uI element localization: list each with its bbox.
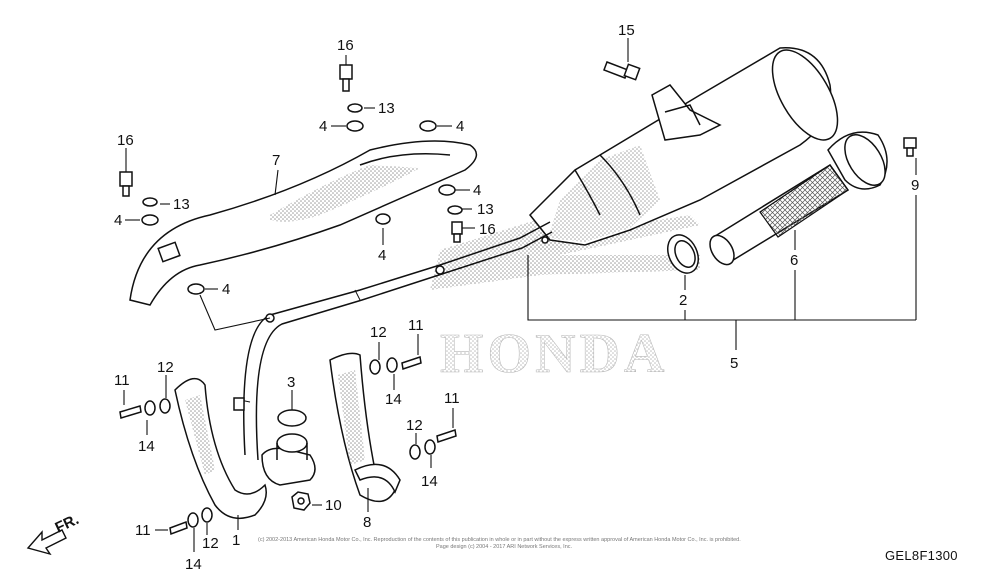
callout-16: 16 (117, 132, 134, 149)
fastener-bolt-15 (603, 61, 641, 81)
exhaust-pipe (233, 221, 553, 461)
fastener-bolt-16-top (339, 64, 353, 92)
callout-13: 13 (477, 201, 494, 218)
pipe-protector (329, 352, 401, 503)
callout-4: 4 (378, 247, 386, 264)
callout-4: 4 (473, 182, 481, 199)
callout-12: 12 (406, 417, 423, 434)
callout-15: 15 (618, 22, 635, 39)
callout-12: 12 (157, 359, 174, 376)
callout-9: 9 (911, 177, 919, 194)
front-direction-indicator: FR. (26, 511, 82, 556)
callout-1: 1 (232, 532, 240, 549)
honda-watermark-text: HONDA (440, 323, 668, 385)
callout-4: 4 (319, 118, 327, 135)
fastener-bolt-9 (903, 137, 917, 157)
callout-3: 3 (287, 374, 295, 391)
callout-2: 2 (679, 292, 687, 309)
heat-shield (174, 377, 267, 520)
copyright-line-1: (c) 2002-2013 American Honda Motor Co., … (258, 537, 741, 543)
callout-6: 6 (790, 252, 798, 269)
callout-14: 14 (138, 438, 155, 455)
callout-16: 16 (479, 221, 496, 238)
callout-11: 11 (408, 317, 424, 334)
callout-13: 13 (173, 196, 190, 213)
muffler (528, 47, 839, 246)
callout-11: 11 (135, 522, 151, 539)
fastener-bolt-16-mid (451, 221, 463, 243)
callout-13: 13 (378, 100, 395, 117)
callout-7: 7 (272, 152, 280, 169)
callout-labels: 1 2 3 4 4 4 4 4 4 4 5 6 7 8 9 10 11 11 1… (114, 22, 919, 573)
callout-4: 4 (456, 118, 464, 135)
silencer-insert (709, 131, 888, 266)
callout-16: 16 (337, 37, 354, 54)
exhaust-flange (261, 409, 316, 486)
muffler-protector (129, 140, 478, 306)
callout-14: 14 (421, 473, 438, 490)
callout-12: 12 (202, 535, 219, 552)
callout-8: 8 (363, 514, 371, 531)
callout-12: 12 (370, 324, 387, 341)
small-bolts (119, 356, 457, 536)
callout-14: 14 (385, 391, 402, 408)
callout-11: 11 (114, 372, 130, 389)
gasket-ring (667, 234, 699, 274)
diagram-reference-code: GEL8F1300 (885, 548, 958, 563)
leader-lines (123, 38, 917, 552)
callout-4: 4 (222, 281, 230, 298)
copyright-line-2: Page design (c) 2004 - 2017 ARI Network … (436, 544, 573, 550)
callout-4: 4 (114, 212, 122, 229)
nut-10 (291, 491, 311, 511)
callout-10: 10 (325, 497, 342, 514)
callout-5: 5 (730, 355, 738, 372)
callout-14: 14 (185, 556, 202, 573)
fastener-bolt-16-left (119, 171, 133, 197)
front-direction-label: FR. (53, 511, 82, 537)
callout-11: 11 (444, 390, 460, 407)
